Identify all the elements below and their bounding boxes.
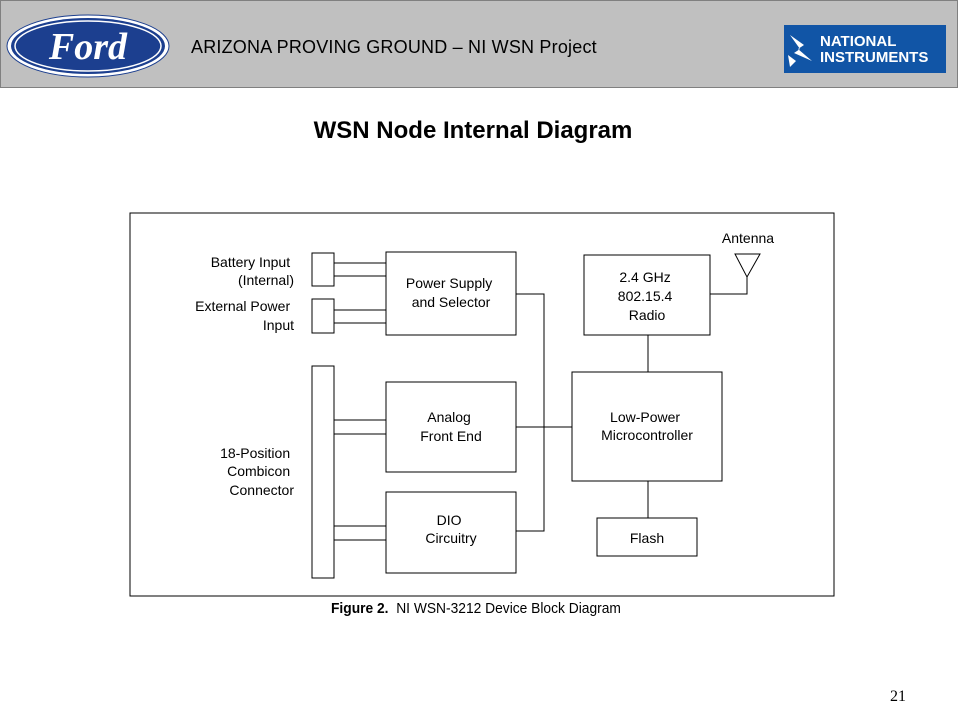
- power-bus: [516, 293, 545, 532]
- dio-wires: [334, 525, 386, 541]
- external-power-label: External Power Input: [195, 298, 294, 333]
- page-number: 21: [890, 688, 906, 705]
- figure-frame: [129, 212, 835, 597]
- power-supply-label: Power Supply and Selector: [406, 275, 496, 310]
- radio-label: 2.4 GHz 802.15.4 Radio: [618, 269, 676, 323]
- external-power-connector: [311, 298, 335, 334]
- antenna-icon: [734, 253, 761, 279]
- analog-wires: [334, 419, 386, 435]
- battery-input-label: Battery Input (Internal): [211, 254, 294, 288]
- dio-block: [385, 491, 517, 574]
- analog-front-end-block: [385, 381, 517, 473]
- combicon-connector: [311, 365, 335, 579]
- microcontroller-label: Low-Power Microcontroller: [601, 409, 693, 443]
- figure-number: Figure 2.: [331, 600, 389, 617]
- antenna-label: Antenna: [722, 230, 774, 246]
- figure-caption: Figure 2. NI WSN-3212 Device Block Diagr…: [331, 600, 621, 617]
- battery-wires: [334, 262, 386, 277]
- figure-caption-text: NI WSN-3212 Device Block Diagram: [396, 600, 621, 617]
- analog-front-end-label: Analog Front End: [420, 409, 481, 444]
- flash-label: Flash: [630, 530, 664, 546]
- antenna-feed: [710, 277, 748, 295]
- dio-label: DIO Circuitry: [425, 512, 476, 546]
- header-title: ARIZONA PROVING GROUND – NI WSN Project: [191, 37, 597, 57]
- flash-block: [596, 517, 698, 557]
- ford-logo: Ford: [6, 14, 170, 78]
- slide-title: WSN Node Internal Diagram: [313, 117, 633, 144]
- slide-header: Ford ARIZONA PROVING GROUND – NI WSN Pro…: [0, 0, 958, 88]
- ni-logo-line-2: INSTRUMENTS: [820, 49, 928, 66]
- ni-logo-line-1: NATIONAL: [820, 33, 896, 50]
- national-instruments-logo: NATIONAL INSTRUMENTS: [784, 25, 946, 73]
- external-power-wires: [334, 309, 386, 324]
- combicon-connector-label: 18-Position Combicon Connector: [220, 445, 294, 498]
- radio-block: [583, 254, 711, 336]
- ford-logo-text: Ford: [48, 26, 128, 68]
- battery-connector: [311, 252, 335, 287]
